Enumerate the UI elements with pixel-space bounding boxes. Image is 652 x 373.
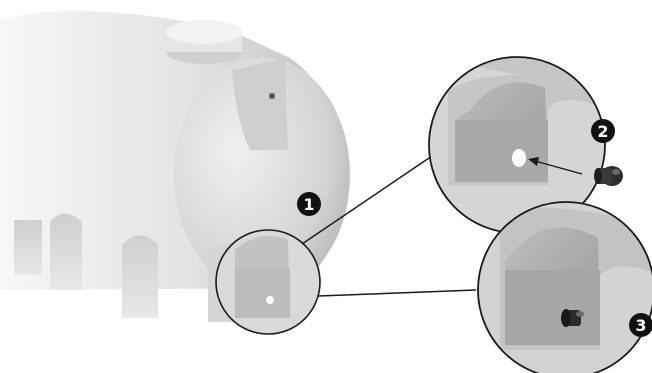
- drain-hole: [266, 296, 274, 304]
- drain-detail-circle: [215, 229, 321, 335]
- water-tank: [0, 11, 350, 322]
- insert-arrow: [528, 157, 583, 175]
- step-badge-3: 3: [629, 313, 652, 337]
- step-number-1: 1: [303, 195, 314, 214]
- step-number-3: 3: [635, 316, 646, 335]
- zoom-circle-hole: [428, 56, 606, 234]
- step-badge-1: 1: [297, 192, 321, 216]
- tank-end-cap: [174, 57, 350, 293]
- installed-plug: [561, 309, 584, 327]
- tank-lid: [166, 20, 242, 64]
- leader-lines: [301, 155, 477, 297]
- zoom-circle-installed: [477, 201, 652, 373]
- step-number-2: 2: [597, 122, 608, 141]
- drain-plug: [594, 166, 623, 186]
- tank-top-strap: [232, 58, 288, 150]
- hole: [512, 149, 526, 167]
- step-badge-2: 2: [591, 119, 615, 143]
